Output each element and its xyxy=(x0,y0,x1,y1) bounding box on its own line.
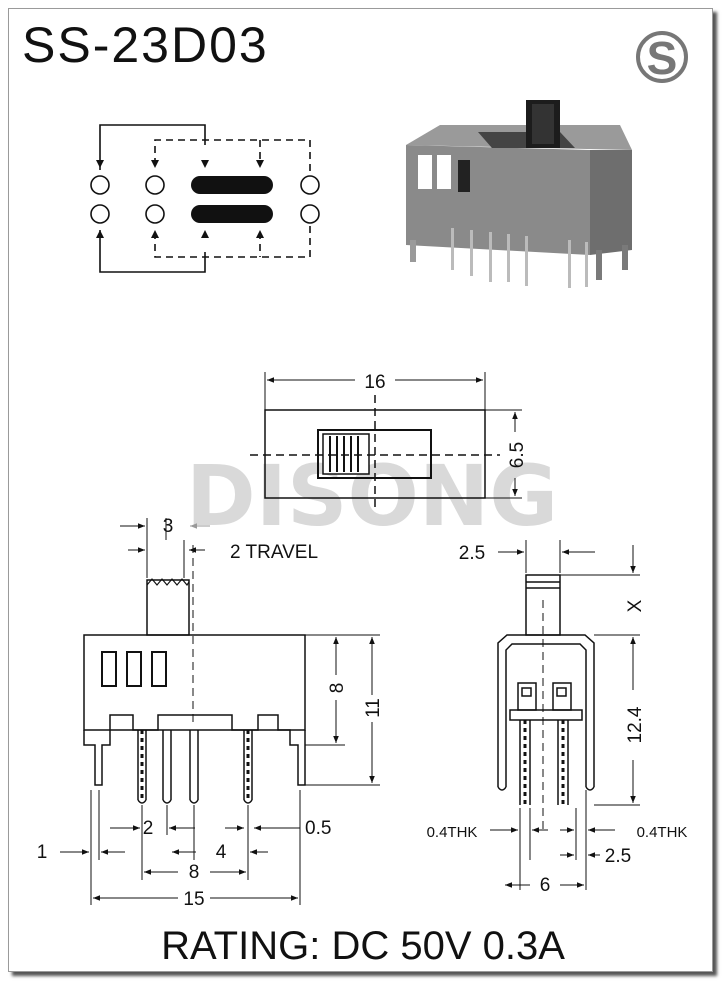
side-view xyxy=(60,518,380,905)
logo-letter: S xyxy=(647,32,678,84)
rating-text: RATING: DC 50V 0.3A xyxy=(161,924,565,968)
watermark-text: DISONG xyxy=(186,447,558,545)
end-thk-right-label: 0.4THK xyxy=(637,824,688,841)
end-view xyxy=(490,540,640,890)
side-total-height-label: 11 xyxy=(363,698,384,718)
side-total-span-label: 15 xyxy=(183,889,204,910)
part-number-title: SS-23D03 xyxy=(22,17,269,73)
end-knob-height-label: X xyxy=(625,599,646,612)
side-pin-pitch-label: 2 xyxy=(143,818,154,839)
top-height-label: 6.5 xyxy=(507,442,528,468)
side-center-pitch-label: 4 xyxy=(216,842,227,863)
end-body-height-label: 12.4 xyxy=(625,706,646,743)
end-pin-offset-label: 2.5 xyxy=(605,846,631,867)
side-inner-span-label: 8 xyxy=(189,862,200,883)
end-knob-width-label: 2.5 xyxy=(459,543,485,564)
end-width-label: 6 xyxy=(540,875,551,896)
end-thk-left-label: 0.4THK xyxy=(427,824,478,841)
side-knob-width-label: 3 xyxy=(163,516,174,537)
top-view xyxy=(250,372,522,512)
switch-3d-render xyxy=(406,100,632,288)
top-width-label: 16 xyxy=(364,372,385,393)
side-pin-offset-label: 1 xyxy=(37,842,48,863)
side-pin-thk-label: 0.5 xyxy=(305,818,331,839)
side-travel-label: 2 TRAVEL xyxy=(230,542,318,563)
side-body-height-label: 8 xyxy=(327,683,348,694)
brand-logo: S xyxy=(636,31,688,84)
circuit-schematic xyxy=(90,124,320,273)
